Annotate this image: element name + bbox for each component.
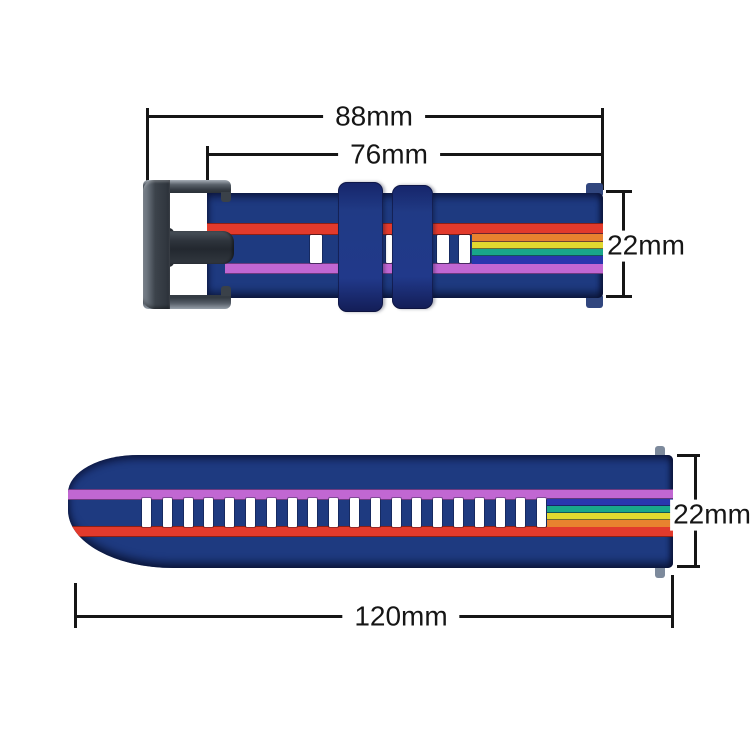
- keeper-loop-2: [392, 185, 433, 309]
- strap-hole: [474, 498, 484, 527]
- strap-hole: [516, 498, 526, 527]
- strap-hole: [329, 498, 339, 527]
- dim-22mm-bottom-bracket-botbar: [677, 565, 700, 568]
- keeper-loop-1: [338, 182, 383, 312]
- rainbow-yellow: [472, 242, 603, 249]
- red-stripe: [68, 527, 673, 536]
- purple-stripe: [68, 490, 673, 499]
- tail-strap-rainbow-block: [547, 499, 673, 527]
- buckle-top-bar-hook: [221, 192, 231, 202]
- rainbow-teal: [472, 249, 603, 256]
- tail-pin-top: [655, 446, 665, 460]
- strap-hole: [350, 498, 359, 527]
- strap-hole: [495, 498, 505, 527]
- strap-hole: [204, 498, 214, 527]
- dim-76mm-label: 76mm: [338, 139, 440, 171]
- dim-120mm-left-tick: [74, 583, 77, 628]
- rainbow-blue: [547, 499, 673, 506]
- strap-hole: [246, 498, 255, 527]
- strap-hole: [266, 498, 276, 527]
- dim-22mm-bottom-label: 22mm: [670, 499, 750, 531]
- strap-hole: [287, 498, 297, 527]
- rainbow-orange: [547, 520, 673, 527]
- rainbow-teal: [547, 506, 673, 513]
- dim-120mm-right-tick: [671, 575, 674, 628]
- dim-22mm-bottom-bracket-topbar: [677, 454, 700, 457]
- dim-22mm-top-label: 22mm: [603, 230, 689, 262]
- tail-pin-bottom: [655, 564, 665, 578]
- strap-hole: [386, 235, 392, 263]
- top-strap-holes: [207, 193, 603, 298]
- rainbow-blue: [472, 256, 603, 264]
- strap-hole: [412, 498, 422, 527]
- buckle-tongue: [160, 231, 234, 264]
- strap-hole: [433, 498, 443, 527]
- rainbow-yellow: [547, 513, 673, 520]
- strap-hole: [142, 498, 151, 527]
- strap-hole: [183, 498, 193, 527]
- strap-hole: [162, 498, 172, 527]
- tail-strap-holes: [68, 455, 673, 568]
- dim-120mm-label: 120mm: [342, 601, 460, 633]
- tail-strap-body: [68, 455, 673, 568]
- dim-76mm-left-tick: [206, 146, 209, 186]
- strap-hole: [370, 498, 380, 527]
- strap-hole: [391, 498, 401, 527]
- dim-22mm-top-bracket-topbar: [606, 190, 632, 193]
- strap-hole: [225, 498, 235, 527]
- buckle-left-bar: [143, 180, 170, 309]
- dim-top-right-extension: [601, 108, 604, 190]
- strap-hole: [308, 498, 318, 527]
- strap-hole: [459, 235, 470, 263]
- strap-hole: [454, 498, 463, 527]
- rainbow-orange: [472, 234, 603, 242]
- dim-88mm-label: 88mm: [323, 101, 425, 133]
- dim-88mm-left-tick: [146, 108, 149, 182]
- top-strap-rainbow-block: [472, 234, 603, 264]
- strap-hole: [437, 235, 449, 263]
- strap-hole: [537, 498, 547, 527]
- dim-22mm-top-bracket-botbar: [606, 295, 632, 298]
- strap-hole: [310, 235, 322, 263]
- buckle-bottom-bar-hook: [221, 286, 231, 296]
